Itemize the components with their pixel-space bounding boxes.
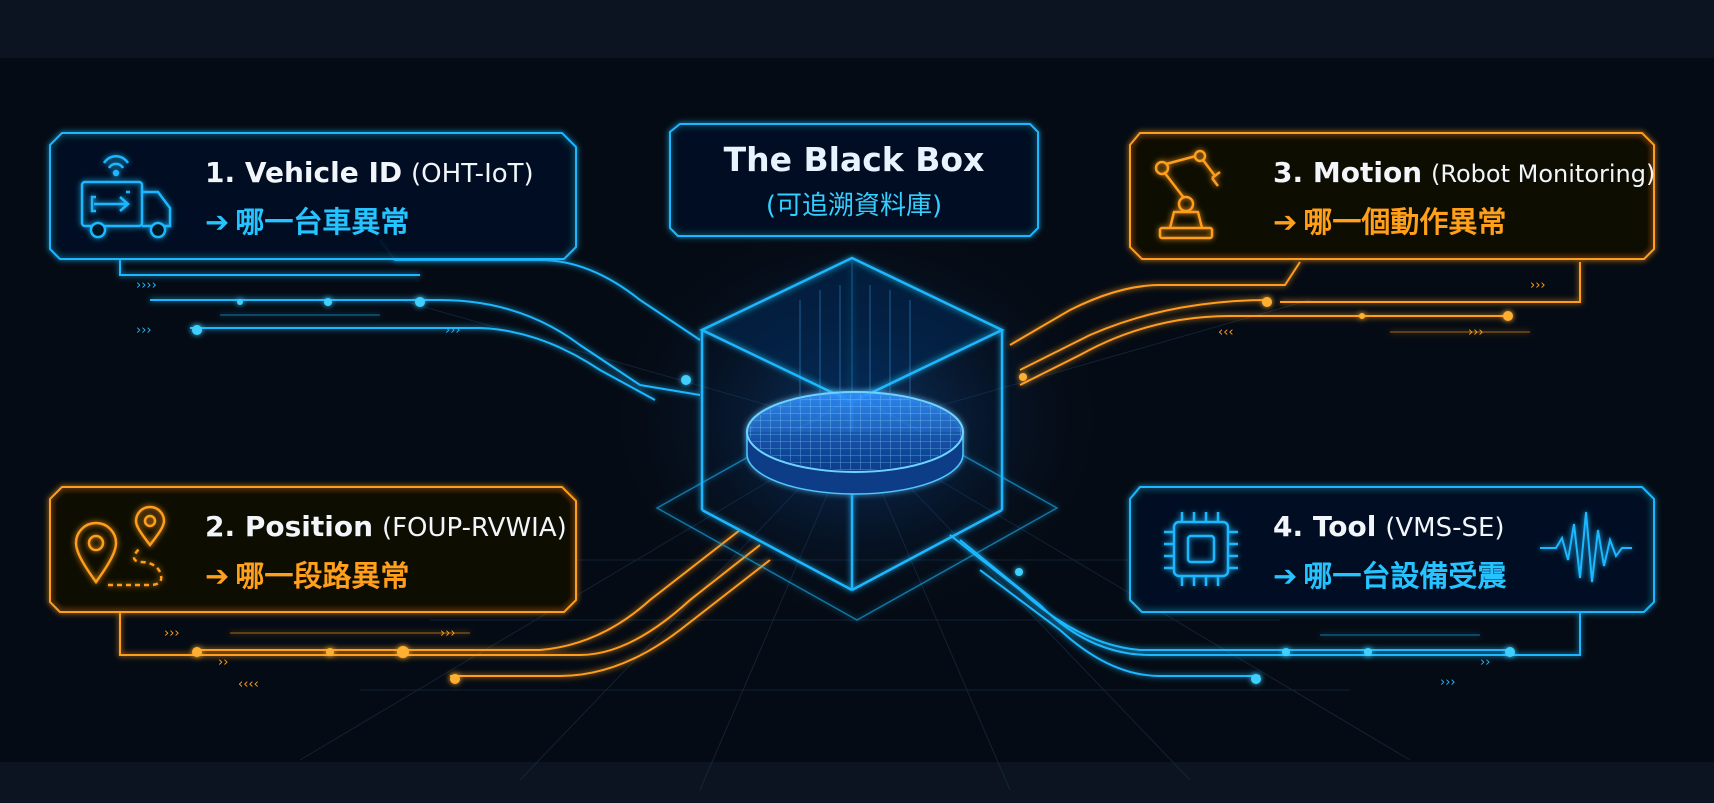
- robot-arm-icon: [1154, 149, 1221, 240]
- center-title-main: The Black Box: [723, 140, 985, 179]
- svg-text:›››: ›››: [445, 323, 461, 338]
- panel-title: 3. Motion: [1273, 156, 1423, 189]
- svg-text:›››: ›››: [1530, 278, 1546, 293]
- trace-tool-dots: [1015, 568, 1515, 684]
- panel-subtitle: (FOUP-RVWIA): [381, 513, 567, 543]
- panel-position: 2. Position (FOUP-RVWIA) ➔哪一段路異常: [205, 510, 567, 595]
- panel-frame-motion: [1129, 132, 1655, 260]
- panel-question: 哪一台設備受震: [1303, 559, 1507, 593]
- svg-text:›››: ›››: [136, 323, 152, 338]
- panel-title: 2. Position: [205, 510, 374, 543]
- wafer-disc: [746, 391, 964, 495]
- svg-text:›››: ›››: [440, 626, 456, 641]
- svg-text:››: ››: [218, 655, 228, 670]
- center-title-frame: [669, 123, 1039, 237]
- panel-question: 哪一台車異常: [235, 205, 410, 239]
- panel-question: 哪一段路異常: [235, 559, 410, 593]
- svg-text:››: ››: [1480, 655, 1490, 670]
- arrow-right-icon: ➔: [1273, 205, 1298, 239]
- svg-text:‹‹‹‹: ‹‹‹‹: [238, 677, 259, 692]
- arrow-right-icon: ➔: [1273, 559, 1298, 593]
- panel-vehicle-id: 1. Vehicle ID (OHT-IoT) ➔哪一台車異常: [205, 156, 534, 241]
- svg-text:›››: ›››: [1440, 675, 1456, 690]
- trace-position-chevrons: ››› ››› ‹‹‹‹ ››: [164, 626, 456, 692]
- panel-frame-position: [49, 486, 577, 613]
- svg-text:›››: ›››: [164, 626, 180, 641]
- trace-position: [119, 529, 771, 677]
- trace-motion-dots: [1019, 297, 1513, 381]
- trace-vehicle-dots: [192, 297, 691, 385]
- panel-subtitle: (Robot Monitoring): [1431, 160, 1656, 188]
- center-title-subtitle: (可追溯資料庫): [765, 191, 943, 221]
- black-box-cube: [655, 256, 1059, 621]
- arrow-right-icon: ➔: [205, 559, 230, 593]
- panel-tool: 4. Tool (VMS-SE) ➔哪一台設備受震: [1273, 510, 1506, 595]
- trace-vehicle-chevrons: ›››› ››› ›››: [136, 278, 461, 338]
- trace-motion: [1009, 261, 1581, 386]
- panel-subtitle: (VMS-SE): [1385, 513, 1505, 543]
- panel-frame-tool: [1129, 486, 1655, 613]
- trace-tool-chevrons: ››› ››: [1440, 655, 1490, 690]
- chip-vibration-icon: [1164, 512, 1238, 586]
- panel-subtitle: (OHT-IoT): [411, 159, 534, 189]
- bottom-band: [0, 762, 1714, 803]
- map-pin-route-icon: [74, 505, 166, 587]
- center-title: The Black Box (可追溯資料庫): [668, 140, 1040, 222]
- panel-question: 哪一個動作異常: [1303, 205, 1507, 239]
- panel-motion: 3. Motion (Robot Monitoring) ➔哪一個動作異常: [1273, 156, 1655, 241]
- cube-data-strands: [799, 285, 911, 410]
- vibration-wave-icon: [1540, 511, 1632, 583]
- panel-frame-vehicle-id: [49, 132, 577, 260]
- panel-title: 4. Tool: [1273, 510, 1377, 543]
- svg-text:››››: ››››: [136, 278, 157, 293]
- svg-text:‹‹‹: ‹‹‹: [1218, 325, 1234, 340]
- trace-vehicle-id: [119, 239, 701, 401]
- panel-title: 1. Vehicle ID: [205, 156, 403, 189]
- svg-text:›››: ›››: [1468, 325, 1484, 340]
- trace-motion-chevrons: ››› ‹‹‹ ›››: [1218, 278, 1546, 340]
- trace-position-dots: [192, 646, 460, 684]
- arrow-right-icon: ➔: [205, 205, 230, 239]
- truck-wifi-icon: [80, 154, 172, 239]
- trace-tool: [949, 534, 1581, 677]
- top-band: [0, 0, 1714, 58]
